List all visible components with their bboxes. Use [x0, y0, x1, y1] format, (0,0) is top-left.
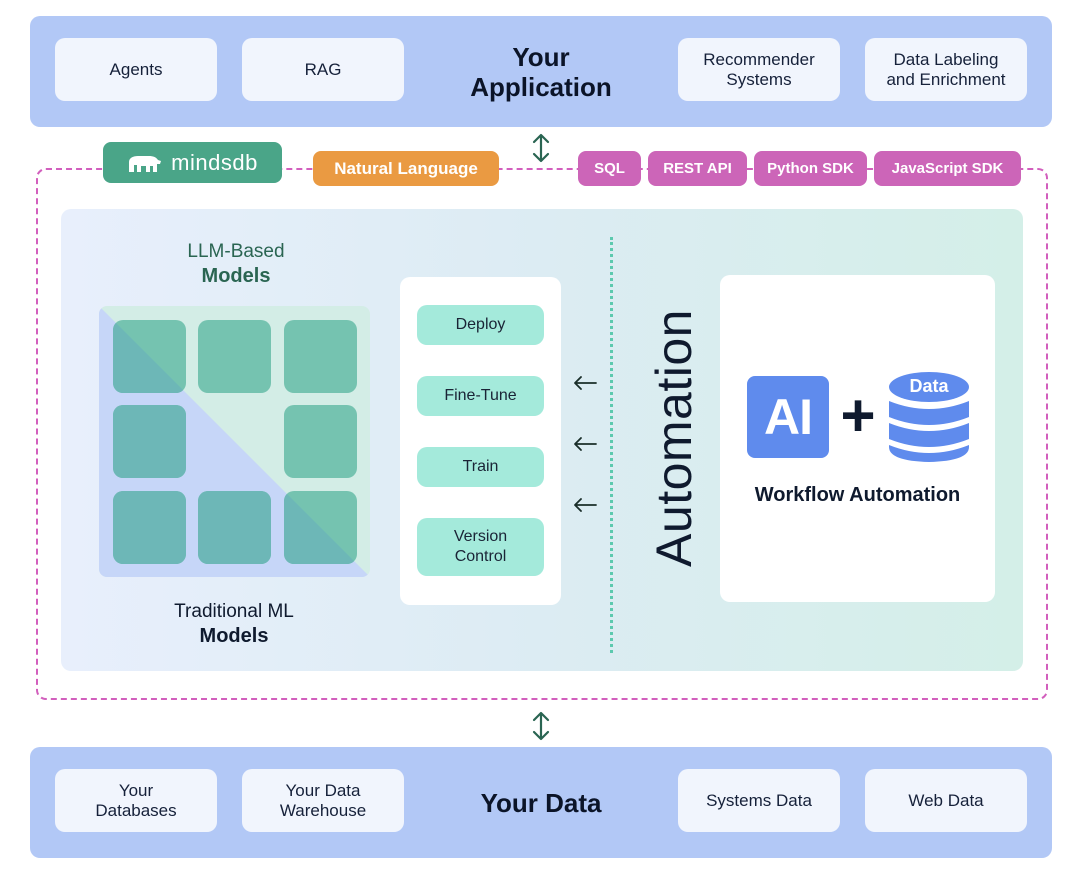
bidirectional-arrow-icon [532, 133, 550, 163]
bidirectional-arrow-icon [532, 711, 550, 741]
traditional-label-light: Traditional ML [174, 601, 294, 622]
op-deploy: Deploy [417, 305, 544, 345]
model-tile [113, 320, 186, 393]
op-fine-tune: Fine-Tune [417, 376, 544, 416]
app-card-agents: Agents [55, 38, 217, 101]
model-tile [113, 405, 186, 478]
data-card-databases: Your Databases [55, 769, 217, 832]
data-card-warehouse: Your Data Warehouse [242, 769, 404, 832]
app-card-rag: RAG [242, 38, 404, 101]
ai-badge: AI [747, 376, 829, 458]
model-tile [284, 320, 357, 393]
model-tile [284, 405, 357, 478]
model-tile [198, 491, 271, 564]
left-arrow-icon [574, 437, 597, 451]
api-pill-python-sdk: Python SDK [754, 151, 867, 186]
application-band: Agents RAG Your Application Recommender … [30, 16, 1052, 127]
traditional-models-label: Traditional ML Models [94, 600, 374, 648]
model-tiles-grid [99, 306, 370, 577]
database-icon [889, 372, 969, 462]
bear-logo-icon [129, 155, 162, 172]
data-card-web: Web Data [865, 769, 1027, 832]
natural-language-pill: Natural Language [313, 151, 499, 186]
app-card-recommender: Recommender Systems [678, 38, 840, 101]
left-arrow-icon [574, 498, 597, 512]
workflow-automation-card: AI + Data Workflow Automation [720, 275, 995, 602]
automation-vertical-label: Automation [646, 290, 702, 586]
data-sources-title: Your Data [480, 787, 602, 818]
model-operations-card: Deploy Fine-Tune Train Version Control [400, 277, 561, 605]
api-pill-rest: REST API [648, 151, 747, 186]
api-pill-sql: SQL [578, 151, 641, 186]
llm-label-bold: Models [201, 265, 271, 287]
plus-icon: + [840, 382, 876, 449]
mindsdb-platform-frame [36, 168, 1048, 700]
data-card-systems: Systems Data [678, 769, 840, 832]
workflow-automation-title: Workflow Automation [754, 484, 961, 506]
llm-models-label: LLM-Based Models [96, 240, 376, 288]
model-tile [198, 320, 271, 393]
api-pill-javascript-sdk: JavaScript SDK [874, 151, 1021, 186]
data-sources-band: Your Databases Your Data Warehouse Your … [30, 747, 1052, 858]
brand-name: mindsdb [171, 149, 258, 175]
model-tile [284, 491, 357, 564]
model-tile [113, 491, 186, 564]
section-divider [610, 237, 613, 653]
op-train: Train [417, 447, 544, 487]
llm-label-light: LLM-Based [187, 241, 285, 262]
mindsdb-logo: mindsdb [103, 142, 282, 183]
application-title: Your Application [470, 41, 612, 102]
traditional-label-bold: Models [199, 625, 269, 647]
automation-text: Automation [646, 309, 702, 567]
op-version-control: Version Control [417, 518, 544, 576]
left-arrow-icon [574, 376, 597, 390]
app-card-data-labeling: Data Labeling and Enrichment [865, 38, 1027, 101]
data-badge: Data [909, 376, 949, 396]
